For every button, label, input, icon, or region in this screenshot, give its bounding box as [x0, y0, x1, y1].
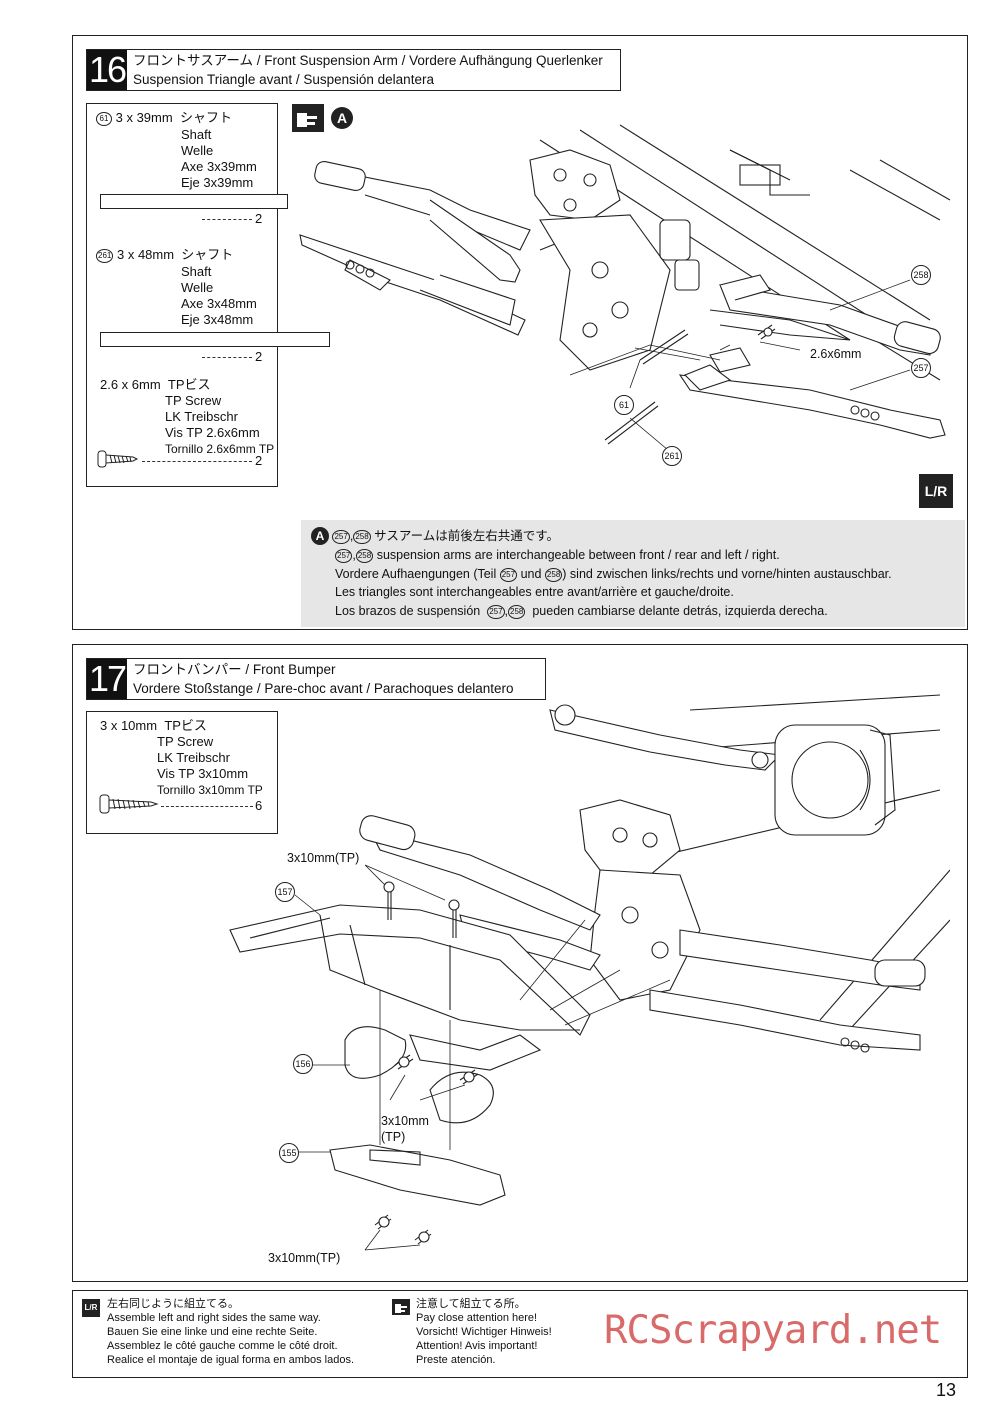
part-261-name-en: Shaft [181, 264, 212, 279]
note-line-fr: Les triangles sont interchangeables entr… [335, 585, 734, 599]
screw-3x10-name-de: LK Treibschr [157, 750, 230, 765]
part-261-name-es: Eje 3x48mm [181, 312, 254, 327]
note-a-badge: A [311, 527, 329, 545]
label-61: 61 [614, 395, 634, 415]
label-156: 156 [293, 1054, 313, 1074]
step-16-note: A 257,258 サスアームは前後左右共通です。 257,258 suspen… [301, 520, 965, 627]
label-258: 258 [911, 265, 931, 285]
step-16-header: 16 フロントサスアーム / Front Suspension Arm / Vo… [86, 49, 621, 91]
screw-3x10-header: 3 x 10mm TPビス [100, 718, 207, 734]
part-61-id: 61 [96, 111, 112, 126]
step-17-number: 17 [87, 658, 127, 699]
step-16-parts-box: 61 3 x 39mm シャフト Shaft Welle Axe 3x39mm … [86, 103, 330, 487]
note-ref-257: 257 [332, 529, 350, 544]
label-screw-mid-2: (TP) [381, 1130, 406, 1144]
attention-legend-text: 注意して組立てる所。 Pay close attention here! Vor… [416, 1298, 552, 1366]
step-16-title-2: Suspension Triangle avant / Suspensión d… [133, 72, 434, 87]
part-61-name-es: Eje 3x39mm [181, 175, 254, 190]
label-157: 157 [275, 882, 295, 902]
screw-3x10-name-en: TP Screw [157, 734, 214, 749]
screw-26x6-qty: 2 [255, 453, 263, 468]
screw-26x6-size: 2.6 x 6mm [100, 377, 161, 392]
part-61-size: 3 x 39mm [115, 110, 173, 125]
part-261-name-fr: Axe 3x48mm [181, 296, 257, 311]
label-155: 155 [279, 1143, 299, 1163]
callout-a-badge: A [331, 107, 353, 129]
note-line-en: 257,258 suspension arms are interchangea… [335, 548, 780, 563]
part-261-name-ja: シャフト [181, 247, 234, 262]
note-line-es: Los brazos de suspensión 257,258 pueden … [335, 604, 828, 619]
part-261-size: 3 x 48mm [116, 247, 175, 262]
label-screw-top: 3x10mm(TP) [287, 851, 360, 865]
screw-3x10-name-fr: Vis TP 3x10mm [157, 766, 249, 781]
note-line-de: Vordere Aufhaengungen (Teil 257 und 258)… [335, 567, 892, 582]
screw-26x6-name-fr: Vis TP 2.6x6mm [165, 425, 260, 440]
step-17-title-2: Vordere Stoßstange / Pare-choc avant / P… [133, 681, 514, 696]
note-ref-258: 258 [353, 529, 371, 544]
part-61-qty: 2 [255, 211, 263, 226]
part-61-name-ja: シャフト [179, 110, 232, 125]
step-17-header: 17 フロントバンパー / Front Bumper Vordere Stoßs… [86, 658, 546, 700]
step-17-title-1: フロントバンパー / Front Bumper [133, 662, 336, 677]
shaft-61-drawing [100, 194, 288, 209]
screw-26x6-name-en: TP Screw [165, 393, 222, 408]
screw-26x6-header: 2.6 x 6mm TPビス [100, 377, 211, 393]
step-16-number: 16 [87, 49, 127, 90]
screw-26x6-name-de: LK Treibschr [165, 409, 238, 424]
label-screw-mid-1: 3x10mm [381, 1114, 429, 1128]
part-261-id: 261 [96, 248, 114, 263]
part-261-qty: 2 [255, 349, 263, 364]
lr-legend-icon: L/R [82, 1299, 100, 1317]
screw-3x10-name-es: Tornillo 3x10mm TP [157, 783, 263, 797]
attention-legend-icon [392, 1299, 410, 1315]
screw-3x10-name-ja: TPビス [164, 718, 207, 733]
part-61-name-fr: Axe 3x39mm [181, 159, 257, 174]
label-261: 261 [662, 446, 682, 466]
label-screw-bottom: 3x10mm(TP) [268, 1251, 341, 1265]
note-line-ja: A 257,258 サスアームは前後左右共通です。 [311, 527, 559, 545]
part-261-name-de: Welle [181, 280, 214, 295]
part-61-name-en: Shaft [181, 127, 212, 142]
lr-legend-text: 左右同じように組立てる。 Assemble left and right sid… [107, 1298, 355, 1366]
part-61-header: 61 3 x 39mm シャフト [96, 110, 232, 126]
step-16-title-1: フロントサスアーム / Front Suspension Arm / Vorde… [133, 53, 603, 68]
screw-3x10-size: 3 x 10mm [100, 718, 158, 733]
legend-footer [72, 1290, 968, 1378]
page-number: 13 [936, 1380, 957, 1400]
step-16-diagram [299, 124, 951, 451]
attention-icon [292, 104, 324, 132]
shaft-261-drawing [100, 332, 330, 347]
screw-3x10-qty: 6 [255, 798, 263, 813]
part-61-name-de: Welle [181, 143, 214, 158]
part-261-header: 261 3 x 48mm シャフト [96, 247, 233, 263]
label-screw-26x6: 2.6x6mm [810, 347, 862, 361]
screw-26x6-icon [97, 450, 139, 468]
lr-icon: L/R [919, 474, 953, 508]
step-17-diagram [229, 694, 950, 1251]
screw-3x10-icon [99, 794, 159, 814]
label-257: 257 [911, 358, 931, 378]
screw-26x6-name-ja: TPビス [167, 377, 211, 392]
screw-26x6-name-es: Tornillo 2.6x6mm TP [165, 442, 275, 456]
step-17-parts-box: 3 x 10mm TPビス TP Screw LK Treibschr Vis … [86, 711, 278, 834]
watermark: RCScrapyard.net [604, 1308, 942, 1353]
